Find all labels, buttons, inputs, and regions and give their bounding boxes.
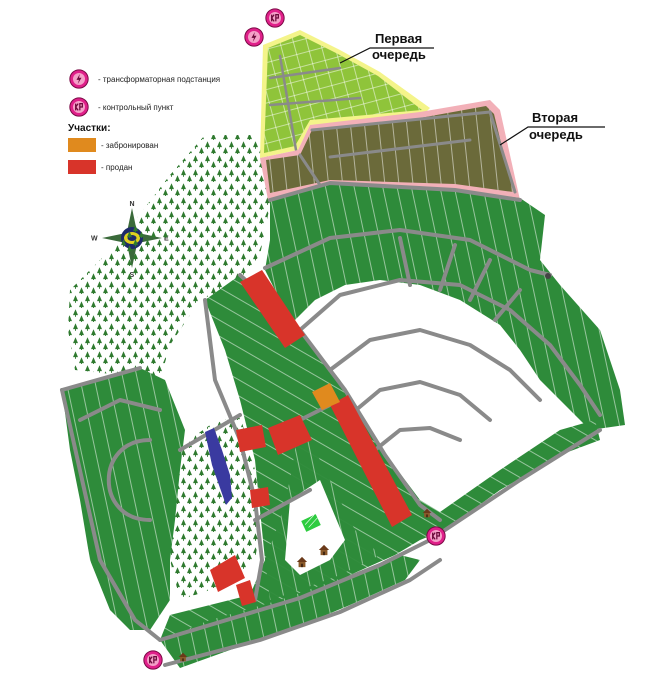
forest-area-west — [68, 135, 270, 380]
pond — [205, 428, 232, 505]
first-queue-label: Первая очередь — [339, 31, 434, 64]
sold-plots — [210, 270, 412, 606]
checkpoint-legend-icon — [69, 97, 89, 117]
first-queue-zone — [260, 30, 430, 158]
reserved-plot — [312, 383, 340, 410]
sports-ground — [301, 514, 321, 532]
second-queue-label: Вторая очередь — [499, 110, 605, 146]
transformer-legend-icon — [69, 69, 89, 89]
sold-plot-strip-south — [330, 395, 412, 527]
reserved-legend-label: - забронирован — [101, 141, 158, 150]
checkpoint-icon — [426, 526, 446, 546]
forest-area-south — [170, 415, 262, 600]
second-queue-label-line1: Вторая — [532, 110, 578, 125]
checkpoint-legend-label: - контрольный пункт — [98, 103, 174, 112]
first-queue-label-line2: очередь — [372, 47, 426, 62]
sold-swatch — [68, 160, 96, 174]
sold-plot-strip-north — [240, 270, 305, 348]
second-queue-zone — [260, 100, 520, 200]
legend: - трансформаторная подстанция - контроль… — [68, 69, 220, 174]
sold-plot-3 — [250, 487, 270, 508]
plots-legend-title: Участки: — [68, 123, 111, 134]
sold-legend-label: - продан — [101, 163, 132, 172]
sold-plot-1 — [268, 415, 312, 455]
sold-plot-4 — [210, 555, 245, 592]
sold-plot-5 — [236, 580, 256, 606]
transformer-station-icon — [244, 27, 264, 47]
checkpoint-icon — [265, 8, 285, 28]
reserved-swatch — [68, 138, 96, 152]
compass-north-label: N — [130, 201, 135, 208]
second-queue-label-line2: очередь — [529, 127, 583, 142]
first-queue-label-line1: Первая — [375, 31, 422, 46]
checkpoint-icon — [143, 650, 163, 670]
compass-west-label: W — [91, 236, 98, 243]
gate-marker — [545, 273, 551, 279]
transformer-legend-label: - трансформаторная подстанция — [98, 75, 220, 84]
sold-plot-2 — [236, 425, 266, 452]
